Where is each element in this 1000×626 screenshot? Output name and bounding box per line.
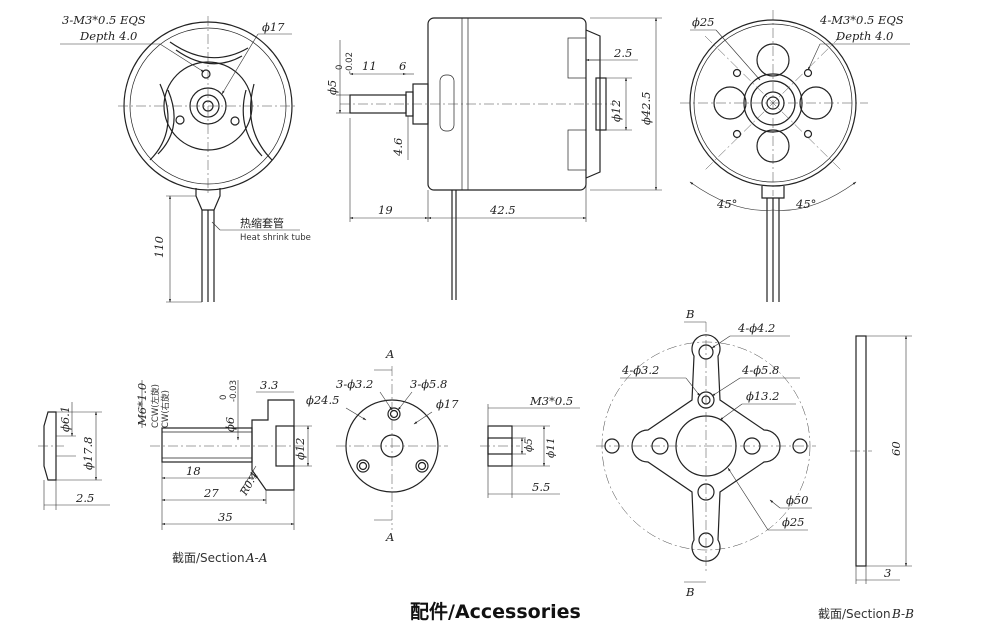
cross-mount: B B 4-ϕ4.2 4-ϕ3.2 4-ϕ5.8 ϕ13.2 ϕ50 ϕ25 <box>596 307 816 599</box>
section-b: 60 3 截面/Section B-B <box>818 335 914 621</box>
plate-holes-small: 3-ϕ3.2 <box>336 377 373 391</box>
front-view: 3-M3*0.5 EQS Depth 4.0 ϕ17 热缩套管 Heat shr… <box>60 13 311 303</box>
rear-view: 45° 45° ϕ25 4-M3*0.5 EQS Depth 4.0 <box>680 10 910 302</box>
accessories-title: 配件/Accessories <box>410 600 581 623</box>
adapter-27: 27 <box>203 486 219 500</box>
dim-19: 19 <box>378 203 393 217</box>
heat-shrink-cn: 热缩套管 <box>240 216 284 230</box>
spacer-part: ϕ6.1 ϕ17.8 2.5 <box>38 402 110 510</box>
heat-shrink-en: Heat shrink tube <box>240 233 311 243</box>
plate-dia24-5: ϕ24.5 <box>306 393 339 407</box>
cross-dia25: ϕ25 <box>782 515 804 529</box>
section-a-name: A-A <box>245 551 268 565</box>
section-b-thickness: 3 <box>884 566 891 580</box>
cross-dia13-2: ϕ13.2 <box>746 389 779 403</box>
adapter-18: 18 <box>186 464 201 478</box>
angle-left: 45° <box>716 197 737 211</box>
section-a-caption: 截面/Section <box>172 551 245 565</box>
nut-length: 5.5 <box>532 480 550 494</box>
nut-thread: M3*0.5 <box>529 394 573 408</box>
front-depth-label: Depth 4.0 <box>79 29 137 43</box>
section-b-height: 60 <box>889 441 903 456</box>
adapter-dia6-bot: -0.03 <box>229 380 239 402</box>
dim-2-5: 2.5 <box>613 46 632 60</box>
plate-mark-bottom: A <box>385 530 394 544</box>
section-b-name: B-B <box>891 607 914 621</box>
lead-length-label: 110 <box>152 236 166 258</box>
rear-dia25: ϕ25 <box>692 15 714 29</box>
spacer-dia6-1: ϕ6.1 <box>58 406 72 432</box>
dim-6: 6 <box>399 59 406 73</box>
plate-dia17: ϕ17 <box>436 397 459 411</box>
cross-holes-4-2: 4-ϕ4.2 <box>737 321 775 335</box>
dim-dia42-5: ϕ42.5 <box>639 92 653 125</box>
cross-holes-5-8: 4-ϕ5.8 <box>741 363 779 377</box>
dim-dia12: ϕ12 <box>609 100 623 122</box>
rear-thread-label: 4-M3*0.5 EQS <box>819 13 904 27</box>
cross-mark-top: B <box>685 307 694 321</box>
rear-depth-label: Depth 4.0 <box>835 29 893 43</box>
angle-right: 45° <box>795 197 816 211</box>
spacer-thickness: 2.5 <box>75 491 94 505</box>
cross-holes-3-2: 4-ϕ3.2 <box>621 363 659 377</box>
adapter-cw: CW(右旋) <box>160 390 171 428</box>
plate-holes-big: 3-ϕ5.8 <box>410 377 447 391</box>
dim-4-6: 4.6 <box>391 138 405 157</box>
prop-adapter: M6*1.0 CCW(左旋) CW(右旋) 3.3 ϕ6 0 -0.03 ϕ12… <box>135 378 312 565</box>
nut-dia5: ϕ5 <box>523 438 535 452</box>
adapter-dia6-top: 0 <box>219 395 229 400</box>
dim-42-5: 42.5 <box>489 203 516 217</box>
adapter-dia6: ϕ6 <box>223 417 237 432</box>
section-b-caption: 截面/Section <box>818 607 891 621</box>
cross-mark-bottom: B <box>685 585 694 599</box>
front-thread-label: 3-M3*0.5 EQS <box>62 13 146 27</box>
dim-11: 11 <box>362 59 377 73</box>
adapter-r0-4: R0.4 <box>238 470 261 498</box>
shaft-dia-label: ϕ5 <box>325 80 339 95</box>
adapter-3-3: 3.3 <box>260 378 278 392</box>
shaft-tol-top: 0 <box>335 65 345 70</box>
side-view: 11 6 19 42.5 4.6 ϕ5 0 -0.02 2.5 ϕ12 ϕ42.… <box>325 17 662 300</box>
front-dia17-label: ϕ17 <box>262 20 285 34</box>
spacer-dia17-8: ϕ17.8 <box>81 437 95 470</box>
cross-dia50: ϕ50 <box>786 493 808 507</box>
adapter-dia12: ϕ12 <box>293 438 307 460</box>
nut-dia11: ϕ11 <box>545 437 557 458</box>
prop-plate: A A 3-ϕ3.2 3-ϕ5.8 ϕ24.5 ϕ17 <box>306 347 459 544</box>
adapter-35: 35 <box>218 510 233 524</box>
shaft-tol-bot: -0.02 <box>345 52 355 74</box>
nut-part: M3*0.5 ϕ5 ϕ11 5.5 <box>480 394 580 498</box>
plate-mark-top: A <box>385 347 394 361</box>
adapter-ccw: CCW(左旋) <box>150 384 161 428</box>
